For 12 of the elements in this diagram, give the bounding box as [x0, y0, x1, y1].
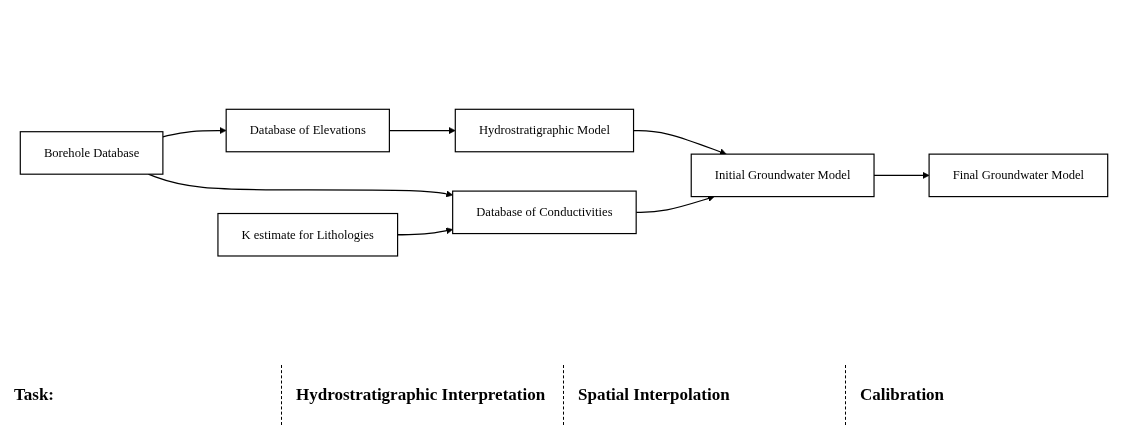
stage-label: Calibration — [860, 385, 945, 405]
stage-label: Spatial Interpolation — [578, 385, 730, 405]
node-box: Database of Conductivities — [451, 190, 637, 234]
node-box: Final Groundwater Model — [928, 153, 1108, 198]
node-box: Initial Groundwater Model — [690, 153, 875, 198]
arrow — [635, 195, 715, 213]
stage-label: Hydrostratigraphic Interpretation — [296, 385, 546, 405]
node-box: K estimate for Lithologies — [216, 212, 398, 257]
node-box: Database of Elevations — [225, 108, 390, 153]
node-box: Borehole Database — [19, 131, 163, 175]
stage-label: Task: — [14, 385, 54, 405]
node-box: Hydrostratigraphic Model — [454, 108, 634, 153]
